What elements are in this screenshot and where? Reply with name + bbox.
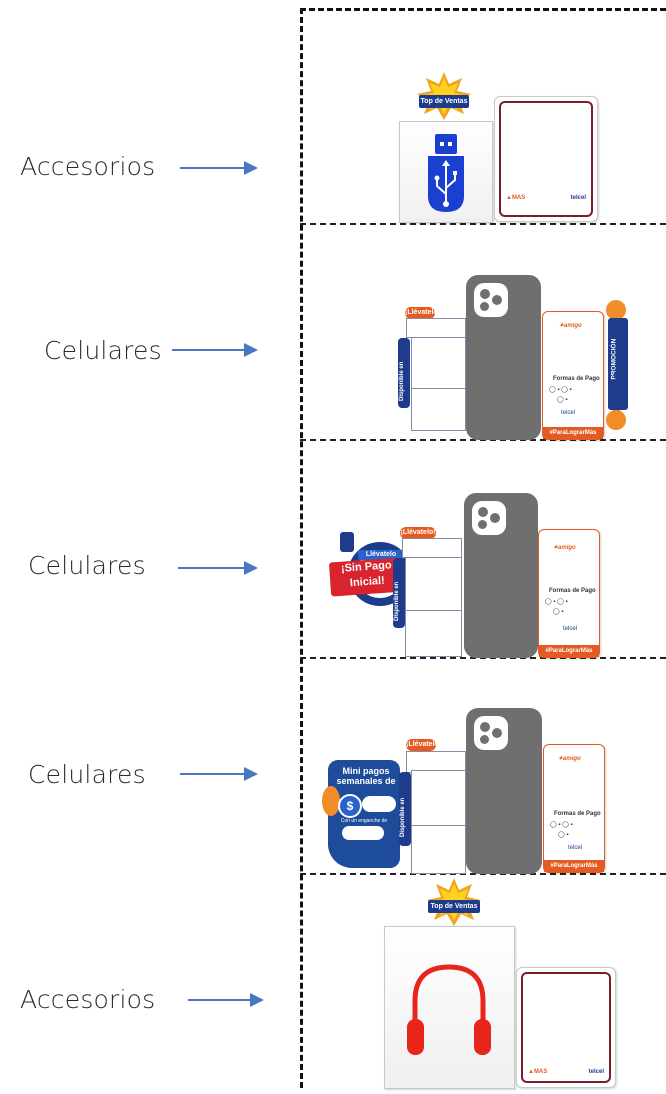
llevatelo-blue-r3: Llévatelo [358,550,404,560]
mini-pagos-sticker: Mini pagos semanales de $ Con un enganch… [322,760,400,868]
amigo-logo-r2: ✶amigo [559,323,582,329]
row-label-4: Celulares [28,760,146,789]
shelf-divider-4 [300,873,666,875]
accessory-sign-card-1: ▲MAS telcel [494,96,598,222]
payment-sign-r3: ✶amigo Formas de Pago ◯ ▪ ◯ ▪ ◯ ▪ telcel… [538,529,600,658]
llevatelo-tag-r2: ¡Llévatelo! [405,307,440,319]
telcel-r4: telcel [568,845,583,851]
camera-icon-r2 [474,283,508,317]
promocion-exclusiva-sticker: PROMOCIÓN ¡EXCLUSIVA! [604,300,630,432]
disponible-tab-r4 [399,772,411,846]
phone-box-top-r2 [406,318,466,338]
disponible-text-r2: Disponible en [399,361,405,401]
top-ventas-badge: Top de Ventas [419,95,469,108]
accessory-sign-brand-2: ▲MAS [528,1069,548,1075]
shelf-divider-1 [300,223,666,225]
phone-dummy-r4 [466,708,542,874]
payment-option-2-r3: ◯ ▪ [553,609,564,615]
payment-sign-r4: ✶amigo Formas de Pago ◯ ▪ ◯ ▪ ◯ ▪ telcel… [543,744,605,873]
formas-pago-r3: Formas de Pago [549,588,596,594]
camera-icon-r3 [472,501,506,535]
payment-option-2-r4: ◯ ▪ [558,832,569,838]
accessory-sign-telcel-2: telcel [588,1069,604,1075]
headphones-icon [407,964,491,1055]
shelf-vertical-line [300,8,303,1088]
accessory-sign-frame-2: ▲MAS telcel [521,972,611,1083]
mini-pagos-line1: Mini pagos [342,766,390,776]
hashtag-bar-r4: #ParaLograrMás [544,860,604,872]
shelf-divider-3 [300,657,666,659]
sin-pago-line2: Inicial! [349,574,386,590]
phone-box-top-r3 [402,538,462,558]
camera-icon-r4 [474,716,508,750]
sin-pago-line1: ¡Sin Pago [340,559,393,575]
hashtag-bar-r2: #ParaLograrMás [543,427,603,439]
exclusiva-text: ¡EXCLUSIVA! [612,368,622,420]
row-arrow-4 [180,767,258,781]
enganche-amount-box [342,826,384,840]
top-ventas-badge-2: Top de Ventas [428,900,480,913]
phone-box-r2 [411,337,466,431]
amigo-logo-r4: ✶amigo [558,756,581,762]
row-arrow-5 [188,993,264,1007]
row-label-5: Accesorios [20,985,156,1014]
payment-option-1-r4: ◯ ▪ ◯ ▪ [550,822,573,828]
con-enganche-text: Con un enganche de [340,818,388,824]
payment-option-1-r2: ◯ ▪ ◯ ▪ [549,387,572,393]
dollar-icon: $ [338,794,362,818]
accessory-sign-frame-1: ▲MAS telcel [499,101,593,217]
phone-dummy-r3 [464,493,538,658]
disponible-text-r4: Disponible en [400,797,406,837]
formas-pago-r4: Formas de Pago [554,811,601,817]
telcel-r3: telcel [563,626,578,632]
amigo-logo-r3: ✶amigo [553,545,576,551]
usb-product-card [399,121,493,223]
headphones-product-card [384,926,515,1089]
disponible-text-r3: Disponible en [394,581,400,621]
weekly-amount-box [362,796,396,812]
accessory-sign-card-2: ▲MAS telcel [516,967,616,1088]
row-label-2: Celulares [44,336,162,365]
row-arrow-3 [178,561,258,575]
payment-option-1-r3: ◯ ▪ ◯ ▪ [545,599,568,605]
phone-box-r4 [411,770,466,874]
row-label-1: Accesorios [20,152,156,181]
row-arrow-2 [172,343,258,357]
shelf-top-line [300,8,666,11]
usb-drive-icon [428,134,464,212]
mini-pagos-line2: semanales de [336,776,396,786]
mini-pagos-title: Mini pagos semanales de [334,766,398,786]
phone-box-r3 [405,557,462,657]
disponible-tab-r3 [393,558,405,628]
telcel-r2: telcel [561,410,576,416]
disponible-tab-r2 [398,338,410,408]
hashtag-bar-r3: #ParaLograrMás [539,645,599,657]
payment-sign-r2: ✶amigo Formas de Pago ◯ ▪ ◯ ▪ ◯ ▪ telcel… [542,311,604,440]
shelf-divider-2 [300,439,666,441]
accessory-sign-brand-1: ▲MAS [506,195,526,201]
phone-dummy-r2 [466,275,541,440]
row-label-3: Celulares [28,551,146,580]
formas-pago-r2: Formas de Pago [553,376,600,382]
payment-option-2-r2: ◯ ▪ [557,397,568,403]
accessory-sign-telcel-1: telcel [570,195,586,201]
llevatelo-tag-r4: ¡Llévatelo! [406,739,441,751]
llevatelo-tag-r3: ¡Llévatelo! [400,527,436,539]
row-arrow-1 [180,161,258,175]
